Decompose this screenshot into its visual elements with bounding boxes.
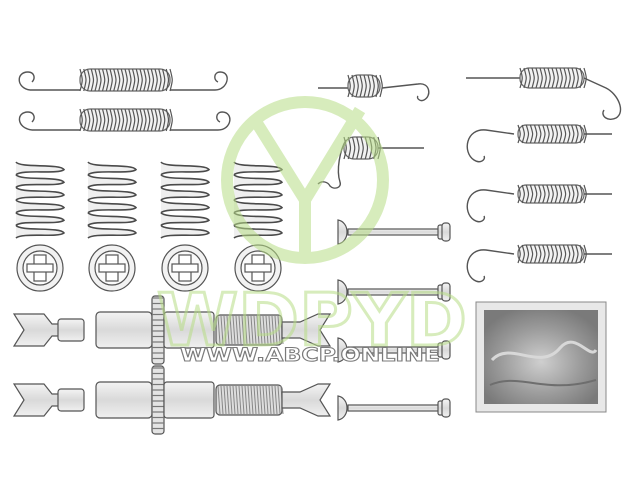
spring-cup [16,244,64,292]
spring-coil [517,184,587,204]
grease-packet [475,301,607,413]
hold-down-pin-column [337,219,451,421]
spring-coil [519,67,587,89]
spring-cup [234,244,282,292]
spring-cup [88,244,136,292]
star-wheel [151,365,165,435]
watermark-logo-text: WDPYD [157,278,467,362]
hold-down-pin [337,337,451,363]
long-tension-spring [18,108,231,132]
spring-cup [161,244,209,292]
hold-down-pin [337,395,451,421]
watermark-url: WWW.ABCP.ONLINE [180,344,440,366]
spring-coil [79,68,173,92]
hook-spring-column [466,67,622,283]
adjuster-assembly-rows [12,295,332,435]
hold-down-pin [337,279,451,305]
spring-coil [517,244,587,264]
small-hook-spring [318,74,430,102]
spring-coil [79,108,173,132]
watermark-logo: WDPYD [156,96,468,364]
long-tension-spring [18,68,228,92]
hook-spring [466,124,612,163]
hook-spring [466,244,612,283]
adjuster-assembly [12,295,332,365]
adjuster-assembly [12,365,332,435]
hook-spring [466,184,612,223]
spring-cup-row [16,244,282,292]
compression-spring [87,161,138,239]
hold-down-pin [337,219,451,245]
compression-spring [160,161,211,239]
hook-spring [466,67,622,120]
spring-coil [347,74,383,98]
compression-spring [15,161,66,239]
spring-coil [517,124,587,144]
